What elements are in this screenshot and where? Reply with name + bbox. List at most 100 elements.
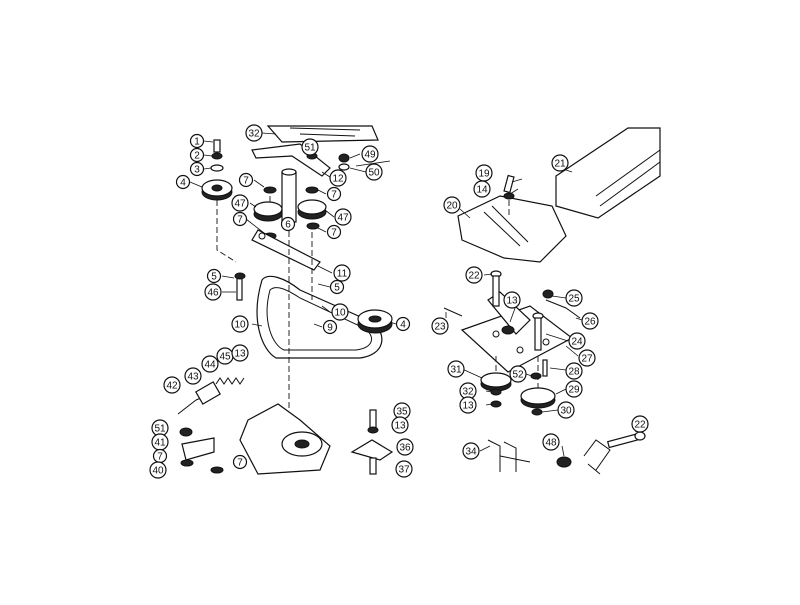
svg-text:2: 2 <box>194 151 200 162</box>
callout-34: 34 <box>462 442 480 460</box>
callout-50: 50 <box>365 163 383 181</box>
callout-37: 37 <box>395 460 413 478</box>
svg-text:40: 40 <box>152 466 164 477</box>
svg-text:43: 43 <box>187 372 199 383</box>
callout-5b: 5 <box>329 279 345 295</box>
callout-7a: 7 <box>238 172 254 188</box>
svg-text:45: 45 <box>219 352 231 363</box>
svg-text:51: 51 <box>154 424 166 435</box>
callout-20: 20 <box>443 196 461 214</box>
callout-7c: 7 <box>326 186 342 202</box>
callout-52: 52 <box>509 365 527 383</box>
callout-3: 3 <box>189 161 205 177</box>
bolt-46 <box>234 272 246 301</box>
stack-hardware-1-3 <box>210 139 224 172</box>
svg-text:1: 1 <box>194 137 200 148</box>
callout-labels: 1 2 3 4 32 51 12 49 50 7 47 6 7 7 47 7 1… <box>149 124 649 479</box>
callout-40: 40 <box>149 461 167 479</box>
callout-4a: 4 <box>175 174 191 190</box>
svg-text:7: 7 <box>243 176 249 187</box>
callout-6: 6 <box>280 216 296 232</box>
svg-text:46: 46 <box>207 288 219 299</box>
rod-26 <box>542 289 581 319</box>
svg-text:13: 13 <box>506 296 518 307</box>
callout-11: 11 <box>333 264 351 282</box>
callout-13d: 13 <box>459 396 477 414</box>
spindle-6 <box>281 168 297 223</box>
callout-46: 46 <box>204 283 222 301</box>
svg-text:7: 7 <box>331 228 337 239</box>
callout-22a: 22 <box>465 266 483 284</box>
nut-13-right <box>501 325 515 335</box>
svg-text:4: 4 <box>180 178 186 189</box>
svg-text:34: 34 <box>465 447 477 458</box>
svg-text:32: 32 <box>462 387 474 398</box>
pulleys-31-29 <box>480 372 556 409</box>
callout-28: 28 <box>565 362 583 380</box>
nut-49 <box>338 153 350 171</box>
svg-text:22: 22 <box>468 271 480 282</box>
callout-10a: 10 <box>231 315 249 333</box>
svg-text:47: 47 <box>337 213 349 224</box>
callout-43: 43 <box>184 367 202 385</box>
pivot-bracket <box>239 403 331 475</box>
callout-27: 27 <box>578 349 596 367</box>
screw-19 <box>503 174 515 200</box>
svg-text:28: 28 <box>568 367 580 378</box>
spring-44-43 <box>177 377 245 415</box>
bolt-24 <box>532 312 544 351</box>
callout-32a: 32 <box>245 124 263 142</box>
callout-36: 36 <box>396 438 414 456</box>
callout-51a: 51 <box>301 138 319 156</box>
lower-left-hardware <box>179 427 224 474</box>
callout-45: 45 <box>216 347 234 365</box>
svg-text:10: 10 <box>334 308 346 319</box>
callout-19: 19 <box>475 164 493 182</box>
pulley-4-left <box>201 179 233 201</box>
svg-text:10: 10 <box>234 320 246 331</box>
bolt-22-upper <box>490 270 502 307</box>
svg-text:9: 9 <box>327 323 333 334</box>
callout-47a: 47 <box>231 194 249 212</box>
svg-text:31: 31 <box>450 365 462 376</box>
svg-text:49: 49 <box>364 150 376 161</box>
idler-arm-11 <box>251 229 321 271</box>
svg-text:24: 24 <box>571 337 583 348</box>
callout-29: 29 <box>565 380 583 398</box>
callout-48: 48 <box>542 433 560 451</box>
svg-text:32: 32 <box>248 129 260 140</box>
svg-text:20: 20 <box>446 201 458 212</box>
bracket-34 <box>487 439 531 472</box>
bracket-22-lower <box>583 431 646 475</box>
svg-text:41: 41 <box>154 438 166 449</box>
svg-text:14: 14 <box>476 185 488 196</box>
svg-text:29: 29 <box>568 385 580 396</box>
svg-text:13: 13 <box>394 421 406 432</box>
svg-text:42: 42 <box>166 381 178 392</box>
callout-1: 1 <box>189 133 205 149</box>
svg-text:7: 7 <box>237 215 243 226</box>
svg-text:7: 7 <box>157 452 163 463</box>
svg-text:27: 27 <box>581 354 593 365</box>
bracket-36-37 <box>350 409 394 475</box>
svg-text:30: 30 <box>560 406 572 417</box>
svg-text:44: 44 <box>204 360 216 371</box>
svg-text:50: 50 <box>368 168 380 179</box>
svg-text:37: 37 <box>398 465 410 476</box>
callout-31: 31 <box>447 360 465 378</box>
callout-7b: 7 <box>232 211 248 227</box>
v-belt-10 <box>256 275 383 359</box>
callout-21: 21 <box>551 154 569 172</box>
svg-text:3: 3 <box>194 165 200 176</box>
callout-24: 24 <box>568 332 586 350</box>
svg-text:5: 5 <box>334 283 340 294</box>
svg-text:13: 13 <box>234 349 246 360</box>
callout-47b: 47 <box>334 208 352 226</box>
svg-text:52: 52 <box>512 370 524 381</box>
callout-10b: 10 <box>331 303 349 321</box>
callout-23: 23 <box>431 317 449 335</box>
svg-text:7: 7 <box>331 190 337 201</box>
svg-text:26: 26 <box>584 317 596 328</box>
callout-30: 30 <box>557 401 575 419</box>
